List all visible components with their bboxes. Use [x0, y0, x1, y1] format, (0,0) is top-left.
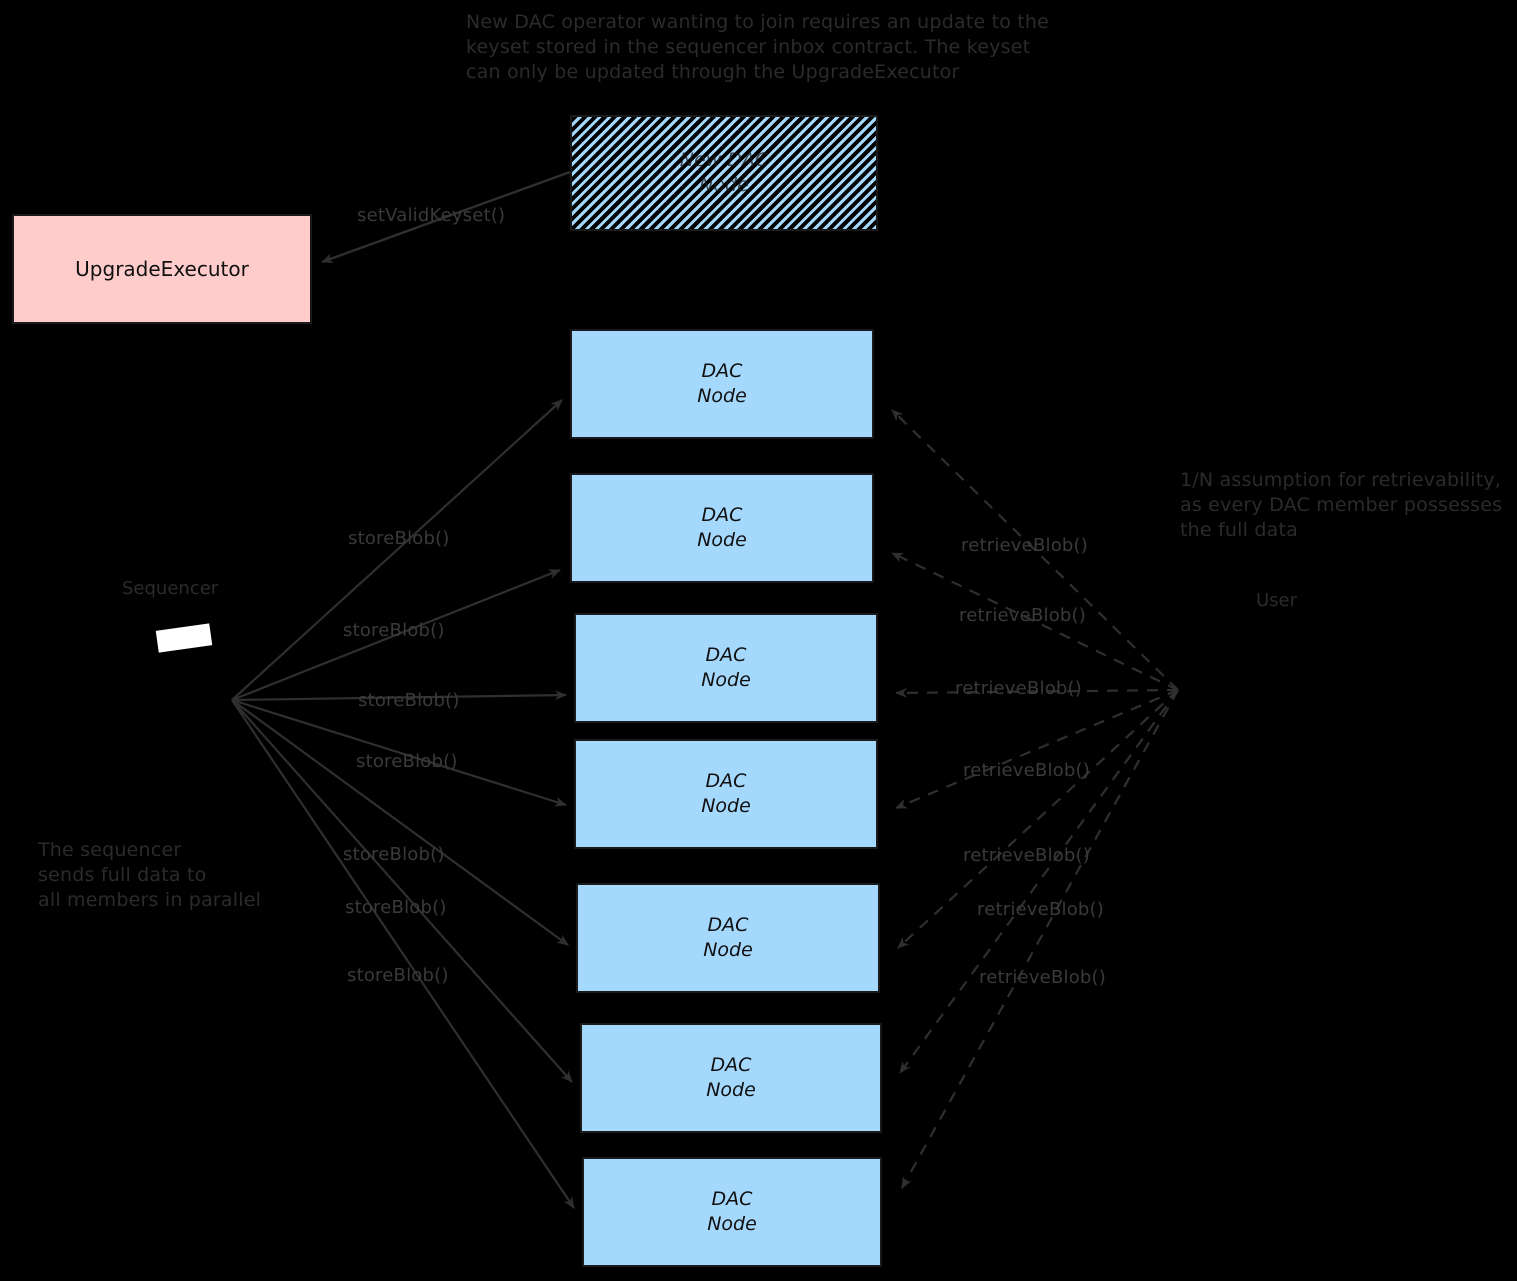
dac-node-box[interactable]: DAC Node	[570, 473, 874, 583]
upgrade-executor-box[interactable]: UpgradeExecutor	[12, 214, 312, 324]
new-dac-node-label: New DAC Node	[679, 149, 769, 196]
dac-node-label: DAC Node	[701, 770, 751, 817]
edge-label-store-blob: storeBlob()	[347, 965, 449, 986]
edge-label-retrieve-blob: retrieveBlob()	[979, 967, 1106, 988]
dac-node-label: DAC Node	[703, 914, 753, 961]
edge-label-retrieve-blob: retrieveBlob()	[959, 605, 1086, 626]
edge-label-retrieve-blob: retrieveBlob()	[955, 678, 1082, 699]
dac-node-box[interactable]: DAC Node	[570, 329, 874, 439]
sequencer-actor-icon	[155, 623, 213, 653]
edge-label-retrieve-blob: retrieveBlob()	[963, 760, 1090, 781]
note-parallel: The sequencer sends full data to all mem…	[38, 839, 262, 911]
note-retrievability: 1/N assumption for retrievability, as ev…	[1180, 469, 1503, 541]
edges-retrieve-blob	[891, 409, 1179, 1189]
edge-label-retrieve-blob: retrieveBlob()	[977, 899, 1104, 920]
dac-node-box[interactable]: DAC Node	[576, 883, 880, 993]
edge-label-store-blob: storeBlob()	[348, 528, 450, 549]
edge-label-set-valid-keyset: setValidKeyset()	[357, 205, 506, 226]
dac-node-box[interactable]: DAC Node	[574, 739, 878, 849]
edge-label-store-blob: storeBlob()	[343, 844, 445, 865]
dac-node-box[interactable]: DAC Node	[580, 1023, 882, 1133]
dac-node-box[interactable]: DAC Node	[582, 1157, 882, 1267]
edge-label-store-blob: storeBlob()	[343, 620, 445, 641]
dac-node-label: DAC Node	[707, 1188, 757, 1235]
edge-label-retrieve-blob: retrieveBlob()	[961, 535, 1088, 556]
dac-node-box[interactable]: DAC Node	[574, 613, 878, 723]
edge-label-store-blob: storeBlob()	[358, 690, 460, 711]
dac-node-label: DAC Node	[697, 504, 747, 551]
user-label: User	[1256, 590, 1298, 611]
edge-label-retrieve-blob: retrieveBlob()	[963, 845, 1090, 866]
dac-node-label: DAC Node	[697, 360, 747, 407]
upgrade-executor-label: UpgradeExecutor	[75, 257, 249, 281]
edge-label-store-blob: storeBlob()	[356, 751, 458, 772]
new-dac-node-box[interactable]: New DAC Node	[570, 115, 878, 231]
note-keyset: New DAC operator wanting to join require…	[466, 11, 1050, 83]
edges-store-blob	[231, 399, 575, 1209]
dac-node-label: DAC Node	[701, 644, 751, 691]
dac-node-label: DAC Node	[706, 1054, 756, 1101]
edge-set-valid-keyset	[321, 170, 571, 264]
edge-label-store-blob: storeBlob()	[345, 897, 447, 918]
sequencer-label: Sequencer	[122, 578, 219, 599]
